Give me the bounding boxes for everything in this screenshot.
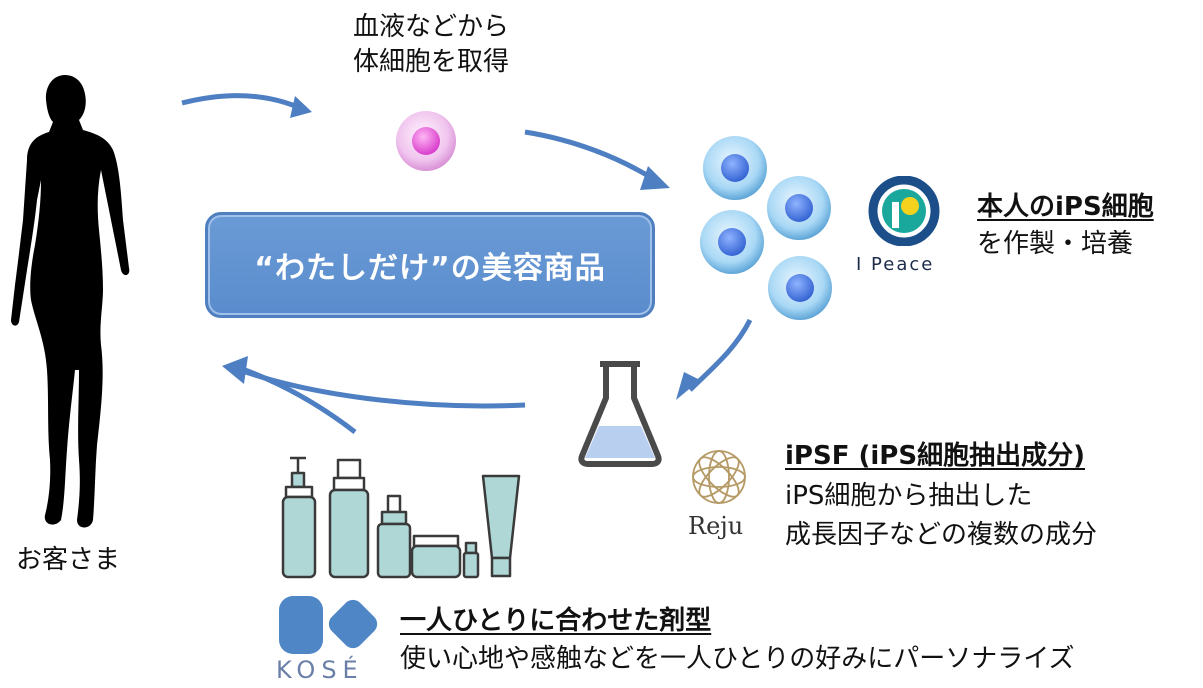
center-box: “わたしだけ”の美容商品 — [205, 212, 655, 318]
ips-cells-icon — [700, 136, 832, 320]
personal-title: 一人ひとりに合わせた剤型 — [400, 606, 712, 636]
arrow-cell-to-ips — [524, 129, 657, 183]
somatic-cell-icon — [396, 111, 456, 171]
ipeace-brand: I Peace — [856, 254, 935, 275]
cell-acquisition-line1: 血液などから — [353, 12, 510, 42]
personal-subtitle: 使い心地や感触などを一人ひとりの好みにパーソナライズ — [400, 644, 1075, 674]
ipsf-line2: 成長因子などの複数の成分 — [785, 520, 1098, 550]
reju-brand: Reju — [688, 512, 744, 540]
reju-logo-icon — [692, 450, 746, 504]
cosmetic-products-icon — [281, 456, 521, 579]
arrowhead-3 — [676, 372, 700, 400]
ipsf-line1: iPS細胞から抽出した — [785, 481, 1033, 511]
customer-label: お客さま — [16, 545, 121, 575]
cell-acquisition-line2: 体細胞を取得 — [353, 47, 510, 77]
arrowhead-2 — [640, 166, 670, 190]
arrow-customer-to-cell — [181, 93, 301, 111]
arrowhead-1 — [290, 96, 312, 118]
kose-brand: KOSÉ — [276, 656, 364, 684]
ips-title: 本人のiPS細胞 — [977, 192, 1154, 222]
woman-silhouette-icon — [11, 75, 130, 528]
kose-logo-icon — [279, 596, 378, 654]
arrow-ips-to-flask — [688, 318, 753, 392]
arrowhead-4 — [222, 356, 248, 384]
ipsf-title: iPSF (iPS細胞抽出成分) — [785, 441, 1085, 471]
ips-subtitle: を作製・培養 — [977, 229, 1134, 259]
flask-icon — [578, 361, 662, 467]
ipeace-logo-icon — [868, 176, 940, 246]
arrow-products-up — [244, 367, 357, 434]
center-label: “わたしだけ”の美容商品 — [254, 251, 606, 286]
